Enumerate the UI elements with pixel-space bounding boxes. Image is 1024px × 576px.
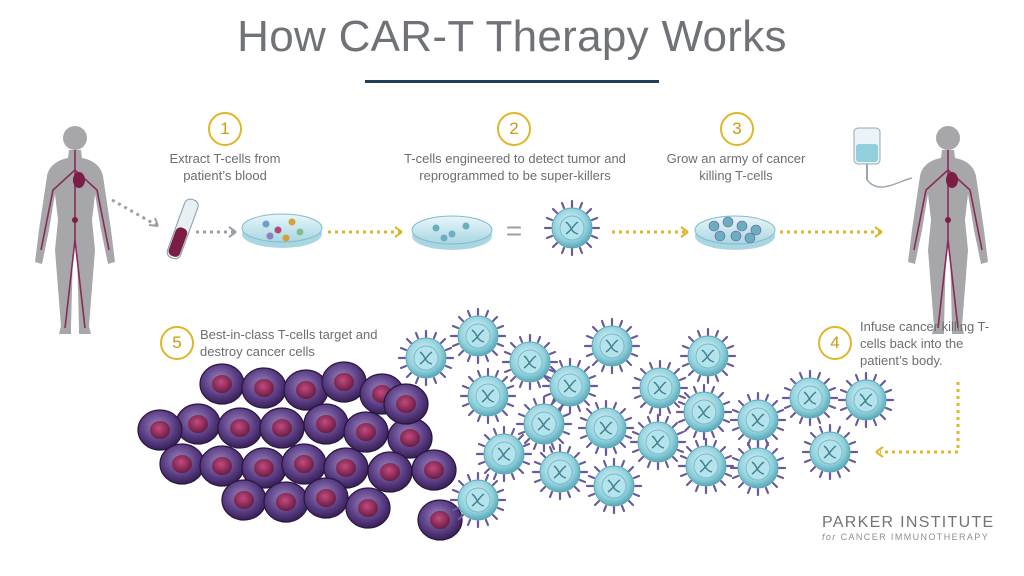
step-4-caption: Infuse cancer killing T-cells back into … bbox=[860, 319, 990, 368]
brand-logo-line1: PARKER INSTITUTE bbox=[822, 514, 995, 531]
dotted-arrow-icon bbox=[111, 198, 960, 458]
petri-dish-1-icon bbox=[241, 213, 323, 248]
step-2-number: 2 bbox=[497, 112, 531, 146]
brand-logo-line2-text: CANCER IMMUNOTHERAPY bbox=[840, 532, 990, 542]
engineered-t-cell-icon bbox=[543, 199, 601, 257]
step-2-caption: T-cells engineered to detect tumor and r… bbox=[404, 151, 626, 183]
brand-logo-prefix: for bbox=[822, 532, 837, 542]
patient-right-human-silhouette-icon bbox=[907, 125, 989, 335]
blood-vial-icon bbox=[166, 198, 199, 260]
page-title: How CAR-T Therapy Works bbox=[237, 12, 787, 61]
petri-dish-3-icon bbox=[694, 215, 776, 250]
step-3-caption: Grow an army of cancer killing T-cells bbox=[666, 151, 806, 183]
step-5-caption: Best-in-class T-cells target and destroy… bbox=[200, 327, 378, 359]
title-underline bbox=[365, 80, 659, 83]
iv-bag-icon bbox=[853, 127, 913, 188]
petri-dish-2-icon bbox=[411, 215, 493, 250]
patient-left-human-silhouette-icon bbox=[34, 125, 116, 335]
step-1-caption: Extract T-cells from patient’s blood bbox=[169, 151, 281, 183]
cancer-cell-cluster bbox=[137, 361, 463, 541]
equals-sign: = bbox=[506, 215, 522, 246]
step-5-number: 5 bbox=[160, 326, 194, 360]
step-4-number: 4 bbox=[818, 326, 852, 360]
step-3-number: 3 bbox=[720, 112, 754, 146]
step-1-number: 1 bbox=[208, 112, 242, 146]
brand-logo-line2: for CANCER IMMUNOTHERAPY bbox=[822, 532, 989, 542]
